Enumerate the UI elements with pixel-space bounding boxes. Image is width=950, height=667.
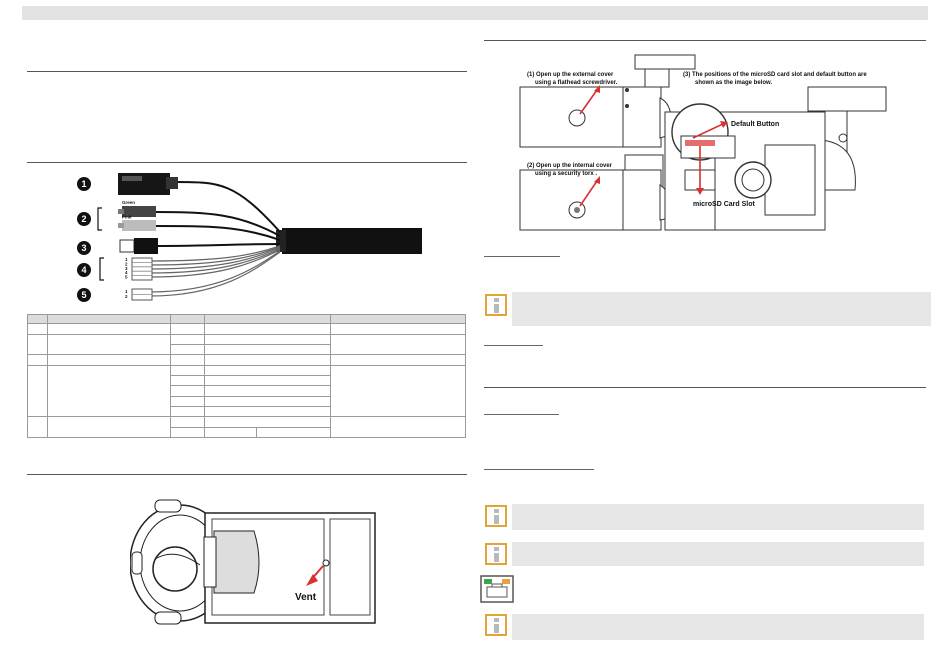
pin4-2: 2 [125,261,128,266]
subheading-underline-1 [484,256,560,257]
pin5-2: 2 [125,294,128,299]
step1-line1: (1) Open up the external cover [527,72,614,78]
note-box-4 [512,614,924,640]
label-pink: Pink [122,215,132,220]
table-row [28,426,466,439]
note-box-2 [512,504,924,530]
info-icon [485,614,507,636]
note-box-3 [512,542,924,566]
cable-diagram: 1 2 3 4 5 Green Pink 1 2 3 4 5 1 2 [77,173,422,302]
note-box-1 [512,292,931,326]
callout-3: 3 [81,243,86,253]
pin4-5: 5 [125,275,128,280]
page-header-bar [22,6,928,20]
section-rule-4 [484,40,926,41]
callout-5: 5 [81,290,86,300]
callout-2: 2 [81,214,86,224]
table-row [27,364,466,418]
step2-line1: (2) Open up the internal cover [527,163,613,169]
info-icon [485,543,507,565]
pin4-1: 1 [125,257,128,262]
microsd-slot-label: microSD Card Slot [693,201,756,208]
vent-label: Vent [295,592,317,603]
step3-line1: (3) The positions of the microSD card sl… [683,72,867,78]
callout-1: 1 [81,179,86,189]
subheading-underline-2 [484,345,543,346]
subheading-underline-4 [484,469,594,470]
step3-line2: shown as the image below. [695,80,772,86]
pin-definition-table [27,313,466,439]
default-button-label: Default Button [731,121,779,128]
pin5-1: 1 [125,289,128,294]
subheading-underline-3 [484,414,559,415]
step2-line2: using a security torx . [535,171,597,177]
section-rule-5 [484,387,926,388]
section-rule-2 [27,162,467,163]
callout-4: 4 [81,265,86,275]
section-rule-1 [27,71,467,72]
table-row [27,416,466,438]
section-rule-3 [27,474,467,475]
ethernet-port-icon [480,575,514,603]
table-row [27,323,466,335]
step1-line2: using a flathead screwdriver. [535,80,618,86]
pin4-4: 4 [125,270,128,275]
callout-circles [77,177,91,302]
info-icon [485,294,507,316]
label-green: Green [122,200,135,205]
table-row [27,354,466,366]
pin4-3: 3 [125,266,128,271]
info-icon [485,505,507,527]
camera-vent-diagram: Vent [130,499,376,625]
table-row [27,313,466,325]
microsd-install-diagram: (1) Open up the external cover using a f… [519,54,887,231]
table-row [27,333,466,356]
